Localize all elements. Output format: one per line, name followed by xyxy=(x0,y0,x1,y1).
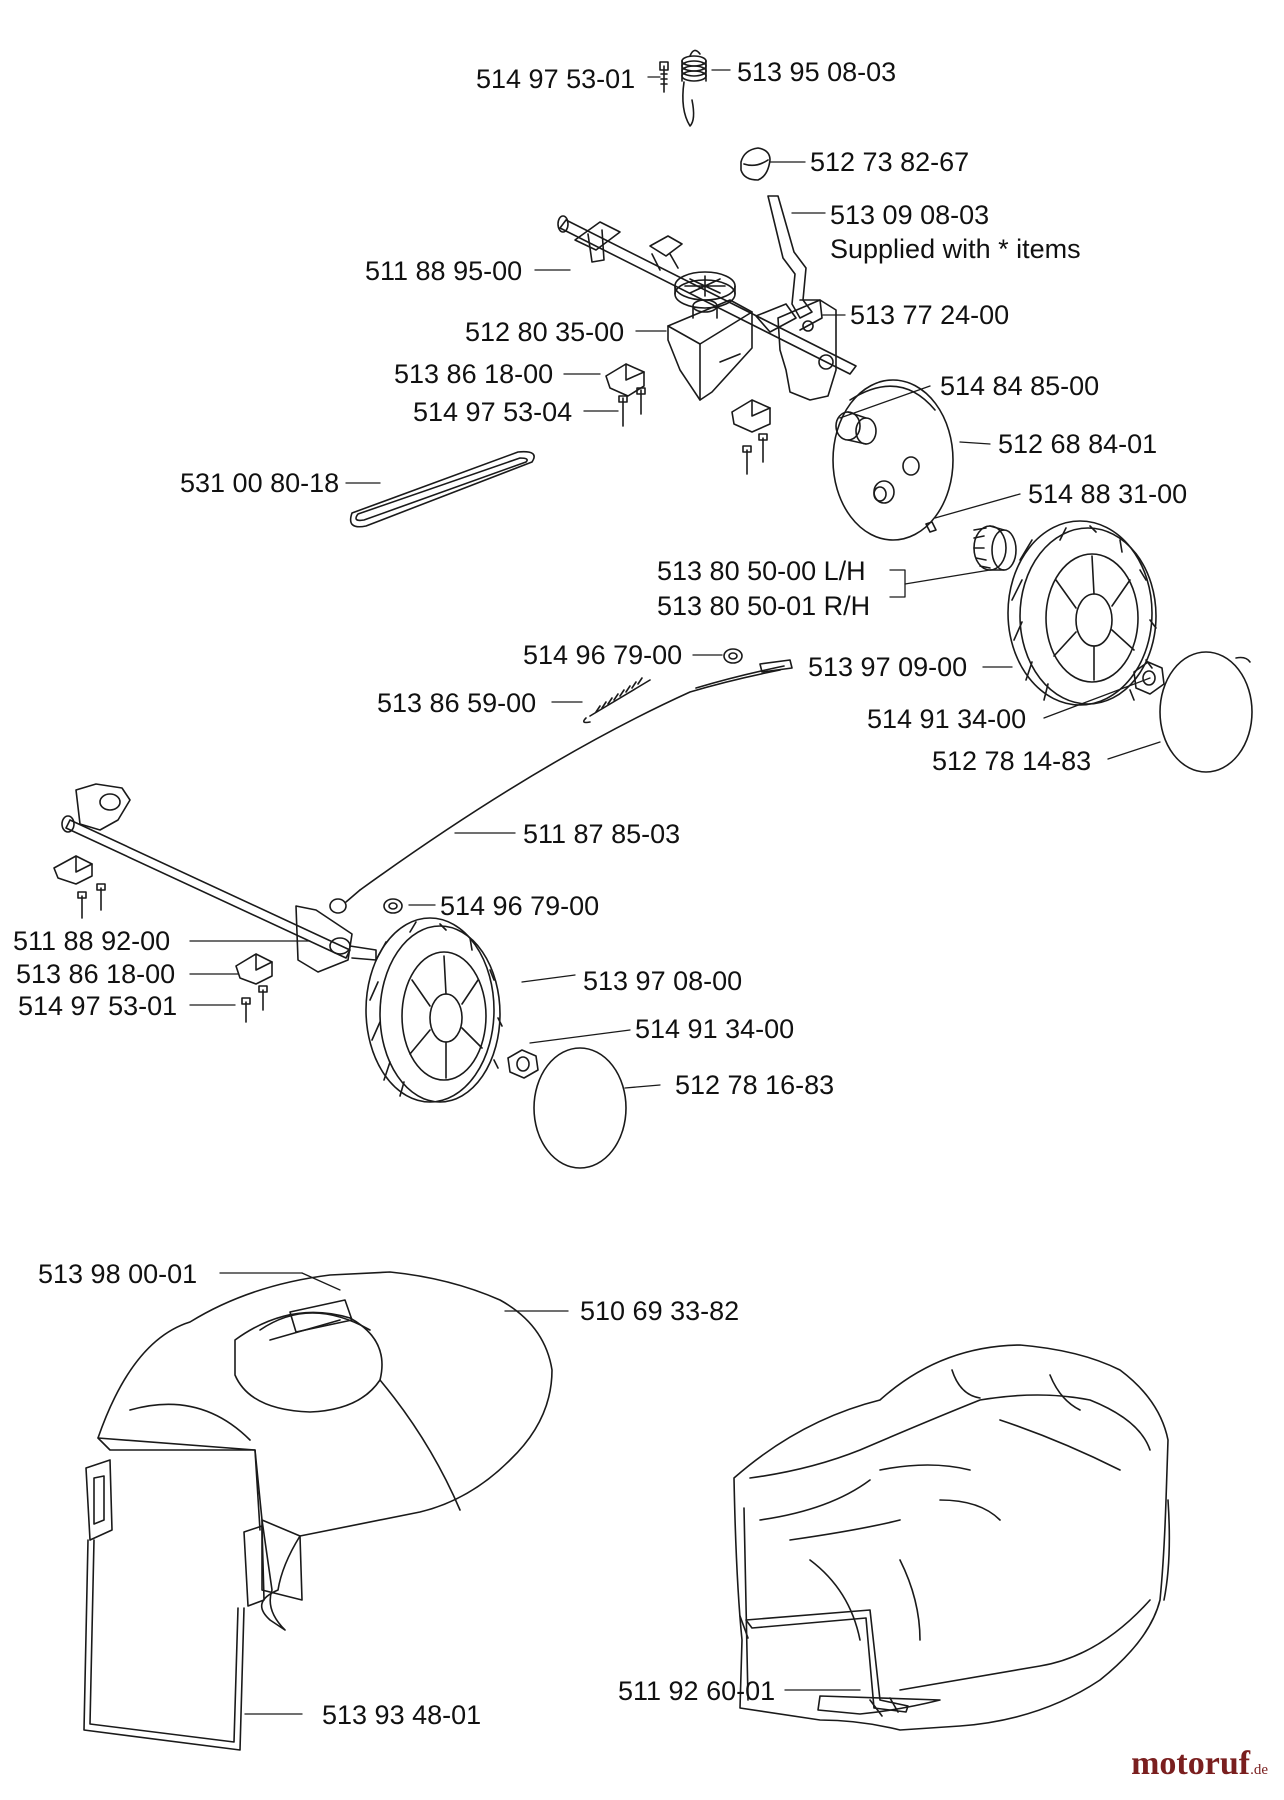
front-wheel-part xyxy=(366,918,502,1102)
hubcap-front-part xyxy=(534,1048,626,1168)
label-bearing-clip-front: 513 86 18-00 xyxy=(16,959,176,989)
lever-bracket-part xyxy=(756,300,836,400)
flap-rod-part xyxy=(84,1460,264,1750)
rear-axle-part xyxy=(558,216,856,374)
label-knob: 512 73 82-67 xyxy=(810,147,970,177)
label-screw-front: 514 97 53-01 xyxy=(18,991,178,1021)
washer-top-part xyxy=(724,649,742,663)
belt-part xyxy=(351,452,535,527)
rear-cover-part xyxy=(98,1272,552,1630)
label-cable: 511 87 85-03 xyxy=(523,819,681,849)
label-nut-front: 514 91 34-00 xyxy=(635,1014,795,1044)
hubcap-rear-part xyxy=(1160,652,1252,772)
pinion-part xyxy=(974,526,1016,570)
cover-disc-part xyxy=(833,380,953,540)
label-lever: 513 09 08-03 xyxy=(830,200,990,230)
lever-part xyxy=(768,196,812,318)
nut-front-part xyxy=(508,1050,538,1078)
grass-bag-part xyxy=(734,1345,1169,1730)
cable-part xyxy=(330,660,792,913)
washer-bottom-part xyxy=(384,899,402,913)
label-rear-axle: 511 88 95-00 xyxy=(365,256,523,286)
label-lever-note: Supplied with * items xyxy=(830,234,1081,264)
label-bearing-clip-rear: 513 86 18-00 xyxy=(394,359,554,389)
label-lever-bracket: 513 77 24-00 xyxy=(850,300,1010,330)
front-clip-part xyxy=(236,954,272,984)
rear-clip-part xyxy=(606,364,770,432)
bag-frame-part xyxy=(746,1610,940,1716)
gearbox-part xyxy=(650,236,752,400)
bushing-part xyxy=(836,412,876,444)
label-spring: 513 95 08-03 xyxy=(737,57,897,87)
label-front-wheel: 513 97 08-00 xyxy=(583,966,743,996)
label-pinion-lh: 513 80 50-00 L/H xyxy=(657,556,866,586)
front-axle-part xyxy=(54,784,376,972)
knob-part xyxy=(741,148,770,180)
label-hubcap-front: 512 78 16-83 xyxy=(675,1070,835,1100)
front-screws-part xyxy=(78,884,267,1022)
label-washer-top: 514 96 79-00 xyxy=(523,640,683,670)
rear-wheel-part xyxy=(1008,521,1156,705)
label-screw-rear: 514 97 53-04 xyxy=(413,397,573,427)
label-cover-disc: 512 68 84-01 xyxy=(998,429,1158,459)
tension-spring-part xyxy=(584,678,650,723)
spring-screw-part xyxy=(660,62,668,92)
spring-part xyxy=(682,50,706,126)
nut-rear-part xyxy=(1134,662,1164,694)
label-tension-spring: 513 86 59-00 xyxy=(377,688,537,718)
label-belt: 531 00 80-18 xyxy=(180,468,340,498)
rear-screws-part xyxy=(619,388,767,474)
label-hubcap-rear: 512 78 14-83 xyxy=(932,746,1092,776)
label-bag-frame: 511 92 60-01 xyxy=(618,1676,776,1706)
label-front-axle: 511 88 92-00 xyxy=(13,926,171,956)
key-part xyxy=(926,522,936,532)
label-decal: 513 98 00-01 xyxy=(38,1259,198,1289)
label-rear-cover: 510 69 33-82 xyxy=(580,1296,740,1326)
motoruf-logo: motoruf.de xyxy=(1131,1744,1268,1790)
label-rear-wheel: 513 97 09-00 xyxy=(808,652,968,682)
label-nut-rear: 514 91 34-00 xyxy=(867,704,1027,734)
label-washer-bottom: 514 96 79-00 xyxy=(440,891,600,921)
logo-tld: .de xyxy=(1250,1762,1268,1778)
label-spring-screw: 514 97 53-01 xyxy=(476,64,636,94)
label-gearbox: 512 80 35-00 xyxy=(465,317,625,347)
label-flap-rod: 513 93 48-01 xyxy=(322,1700,482,1730)
logo-brand: motoruf xyxy=(1131,1745,1251,1782)
leader-lines xyxy=(189,69,1161,1715)
label-bushing: 514 84 85-00 xyxy=(940,371,1100,401)
label-pinion-rh: 513 80 50-01 R/H xyxy=(657,591,871,621)
label-key: 514 88 31-00 xyxy=(1028,479,1188,509)
